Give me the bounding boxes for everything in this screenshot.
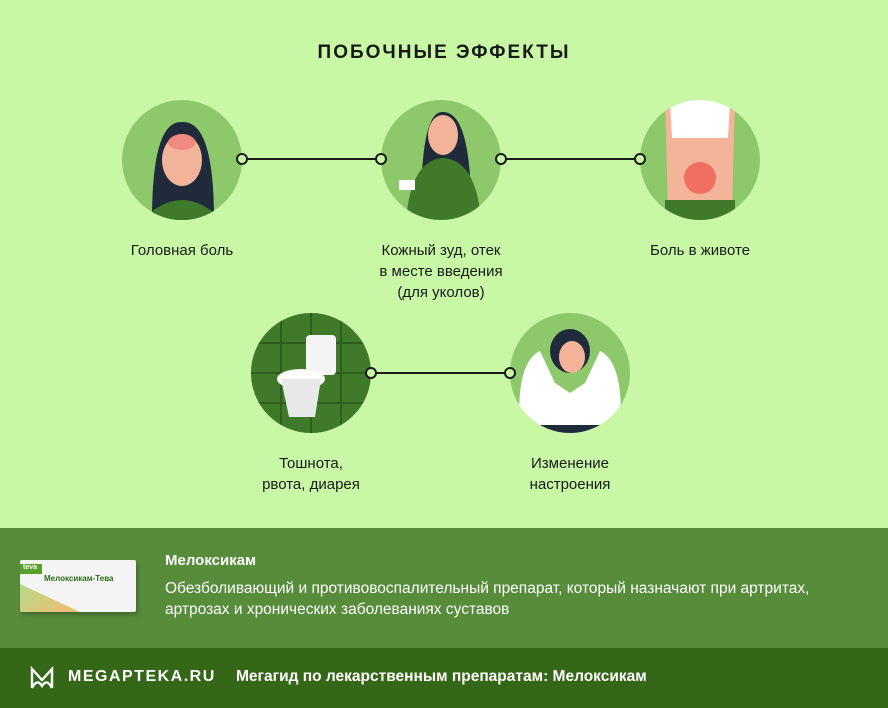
drug-description: Обезболивающий и противовоспалительный п… [165, 580, 810, 618]
connector-line [501, 158, 641, 160]
effect-label-stomach: Боль в животе [650, 242, 750, 259]
effect-label-mood: Изменение настроения [470, 453, 670, 495]
connector-dot [236, 153, 248, 165]
headache-woman-icon [122, 100, 242, 220]
page-title: ПОБОЧНЫЕ ЭФФЕКТЫ [317, 42, 571, 63]
connector-dot [375, 153, 387, 165]
drug-info-band: teva Мелоксикам-Тева Мелоксикам Обезболи… [0, 528, 888, 648]
connector-dot [504, 367, 516, 379]
footer-guide-link[interactable]: Мегагид по лекарственным препаратам: Мел… [236, 668, 647, 685]
connector-dot [365, 367, 377, 379]
label-line: Кожный зуд, отек [381, 242, 501, 259]
connector-dot [495, 153, 507, 165]
toilet-icon [251, 313, 371, 433]
drug-package-image: teva Мелоксикам-Тева [20, 560, 136, 612]
connector-line [242, 158, 382, 160]
label-line: рвота, диарея [262, 476, 360, 493]
injection-site-woman-icon [381, 100, 501, 220]
stressed-woman-icon [510, 313, 630, 433]
drug-name: Мелоксикам [165, 552, 257, 569]
footer: MEGAPTEKA.RU Мегагид по лекарственным пр… [0, 648, 888, 708]
megapteka-logo-icon [30, 666, 54, 689]
brand-logo: teva [20, 564, 42, 574]
connector-dot [634, 153, 646, 165]
label-line: (для уколов) [397, 284, 485, 301]
label-line: Тошнота, [279, 455, 343, 472]
effect-label-injection: Кожный зуд, отек в месте введения (для у… [341, 240, 541, 303]
connector-line [371, 372, 511, 374]
effect-label-headache: Головная боль [130, 242, 234, 259]
effect-label-toilet: Тошнота, рвота, диарея [211, 453, 411, 495]
label-line: в месте введения [379, 263, 503, 280]
label-line: настроения [529, 476, 611, 493]
pack-label: Мелоксикам-Тева [44, 574, 114, 583]
stomach-pain-icon [640, 100, 760, 220]
logo-text[interactable]: MEGAPTEKA.RU [68, 668, 216, 685]
label-line: Изменение [531, 455, 609, 472]
